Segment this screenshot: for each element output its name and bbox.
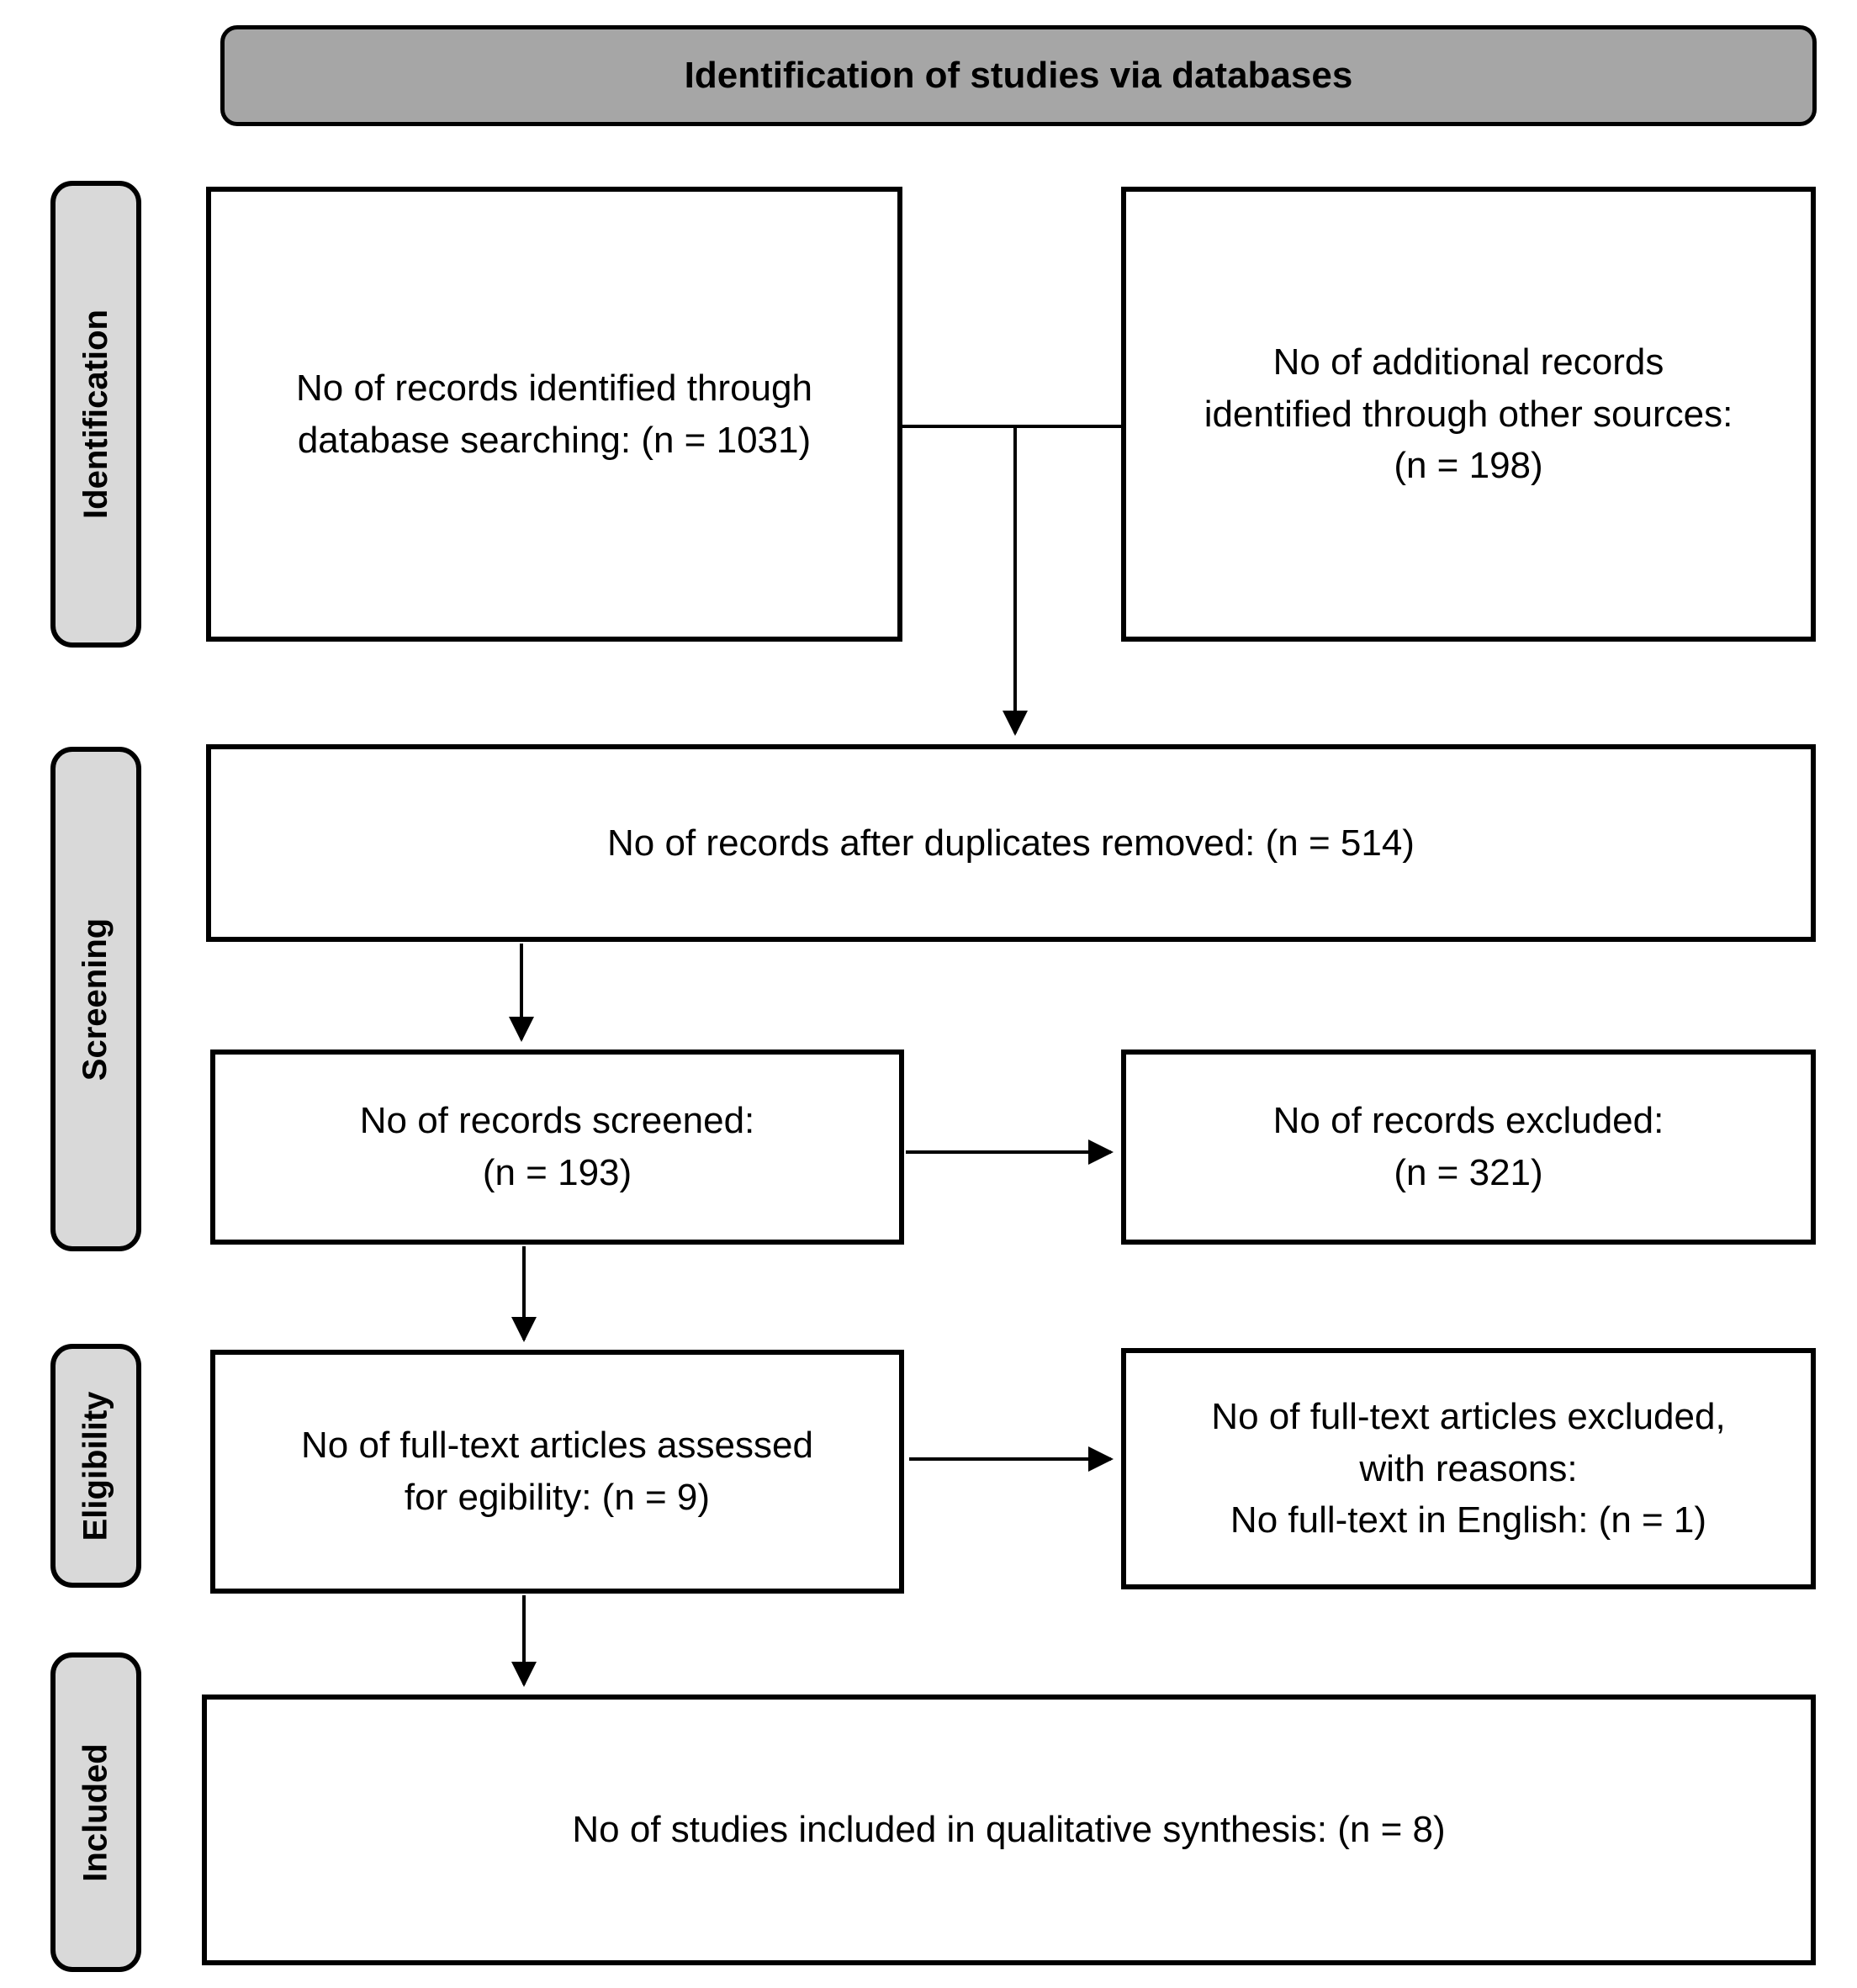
- box-duplicates-removed: No of records after duplicates removed: …: [206, 744, 1816, 942]
- box-records-excluded: No of records excluded: (n = 321): [1121, 1050, 1816, 1245]
- stage-label-screening: Screening: [50, 747, 141, 1251]
- stage-label-included-text: Included: [77, 1742, 114, 1882]
- diagram-title: Identification of studies via databases: [684, 55, 1353, 96]
- stage-label-screening-text: Screening: [77, 917, 114, 1081]
- box-studies-included: No of studies included in qualitative sy…: [202, 1695, 1816, 1965]
- diagram-title-banner: Identification of studies via databases: [220, 25, 1817, 126]
- box-additional-records: No of additional records identified thro…: [1121, 187, 1816, 642]
- stage-label-eligibility: Eligibility: [50, 1344, 141, 1588]
- box-fulltext-assessed: No of full-text articles assessed for eg…: [210, 1350, 904, 1594]
- stage-label-eligibility-text: Eligibility: [77, 1391, 114, 1541]
- stage-label-identification-text: Identification: [77, 309, 114, 519]
- box-records-screened: No of records screened: (n = 193): [210, 1050, 904, 1245]
- stage-label-included: Included: [50, 1652, 141, 1972]
- stage-label-identification: Identification: [50, 181, 141, 648]
- box-records-identified: No of records identified through databas…: [206, 187, 902, 642]
- box-fulltext-excluded: No of full-text articles excluded, with …: [1121, 1348, 1816, 1589]
